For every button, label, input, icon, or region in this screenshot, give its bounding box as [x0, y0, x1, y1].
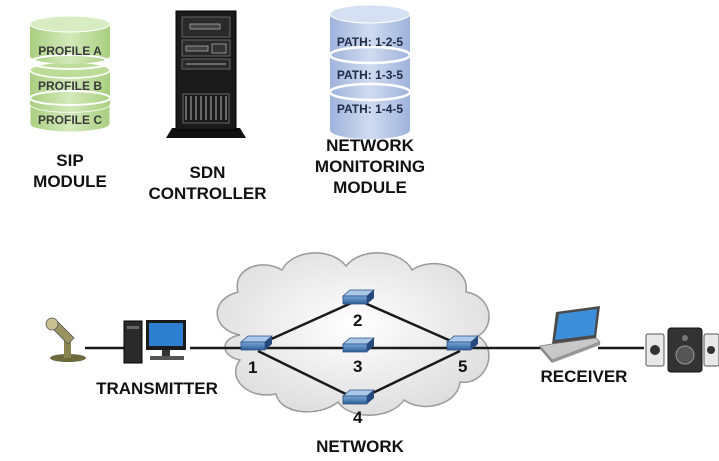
sip-database-icon [29, 15, 111, 133]
microphone-icon [45, 317, 86, 362]
network-monitoring-label: NETWORK MONITORING MODULE [300, 135, 440, 198]
network-label: NETWORK [316, 437, 404, 456]
node-number-4: 4 [353, 408, 363, 427]
path-label: PATH: 1-4-5 [336, 102, 404, 116]
node-number-3: 3 [353, 357, 363, 376]
switch-icon [341, 337, 376, 353]
switch-icon [239, 335, 274, 351]
network-monitoring-label-line: NETWORK [326, 136, 414, 155]
desktop-pc-icon [123, 320, 186, 364]
node-number-2: 2 [353, 311, 363, 330]
network-monitoring-label-line: MONITORING [314, 157, 426, 176]
link-1-2 [257, 298, 359, 347]
sip-module-label-line: SIP [56, 151, 84, 170]
switch-icon [341, 289, 376, 305]
network-monitoring-label-line: MODULE [333, 178, 407, 197]
server-tower-icon [166, 10, 246, 138]
sdn-controller-label-line: SDN [189, 163, 226, 182]
network-links [85, 298, 644, 402]
transmitter-label: TRANSMITTER [96, 379, 218, 398]
path-label: PATH: 1-2-5 [336, 35, 404, 49]
monitoring-database-icon [328, 4, 412, 139]
receiver-label: RECEIVER [540, 367, 628, 386]
path-label: PATH: 1-3-5 [336, 68, 404, 82]
profile-label: PROFILE C [37, 113, 102, 127]
link-1-4 [257, 349, 359, 402]
link-2-5 [357, 298, 461, 347]
sdn-controller-label: SDN CONTROLLER [130, 162, 285, 204]
switch-icon [341, 389, 376, 405]
node-number-5: 5 [458, 357, 468, 376]
speakers-icon [645, 327, 719, 373]
profile-label: PROFILE B [37, 79, 102, 93]
profile-label: PROFILE A [38, 44, 102, 58]
laptop-icon [539, 306, 601, 363]
sip-module-label: SIP MODULE [10, 150, 130, 192]
link-4-5 [357, 349, 461, 402]
sdn-controller-label-line: CONTROLLER [148, 184, 267, 203]
node-number-1: 1 [248, 358, 258, 377]
switch-icon [445, 335, 480, 351]
sip-module-label-line: MODULE [33, 172, 107, 191]
